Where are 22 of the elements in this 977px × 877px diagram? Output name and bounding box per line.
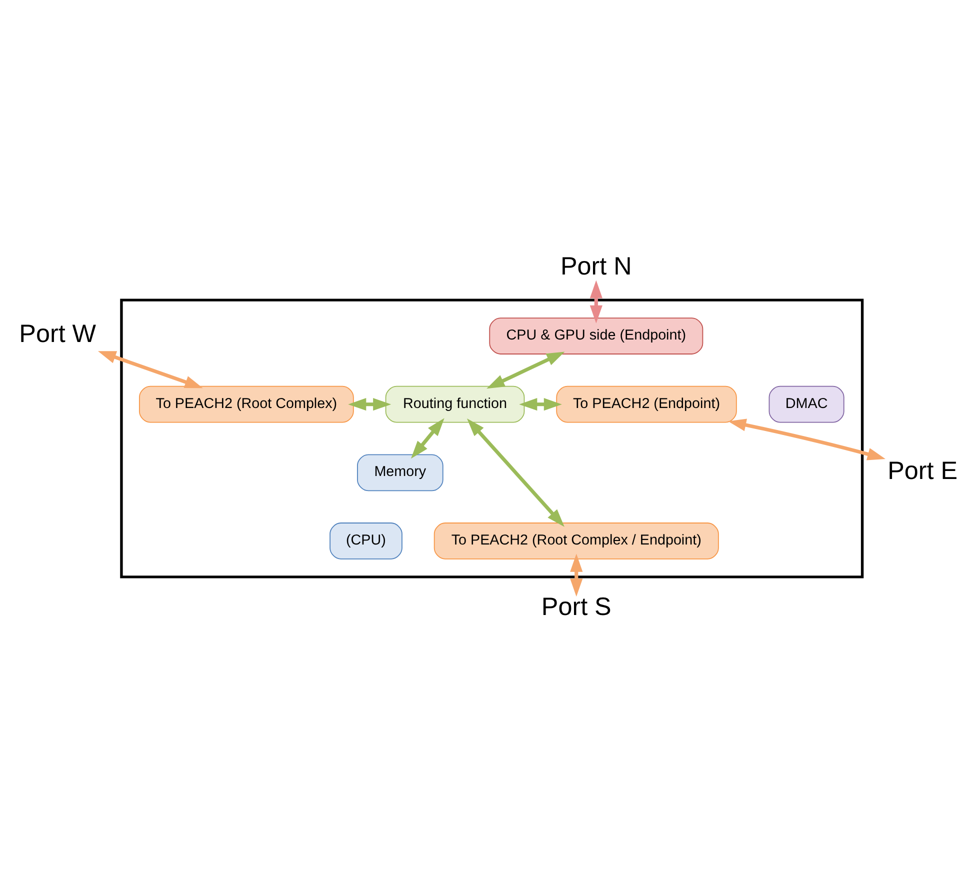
arrow [519,398,562,411]
node-box: To PEACH2 (Root Complex / Endpoint) [434,522,719,560]
node-text: Port E [888,456,958,485]
node-box: To PEACH2 (Endpoint) [556,386,737,423]
node-box: CPU & GPU side (Endpoint) [489,318,704,354]
node-box: DMAC [768,386,844,423]
cluster [120,298,864,578]
arrow [590,280,602,324]
arrow [348,398,392,411]
arrow [98,351,203,388]
arrow [410,418,444,459]
node-text: Port N [560,252,632,280]
node-text: Port W [19,320,96,348]
arrow [570,554,583,597]
arrow [728,418,886,460]
node-box: Routing function [385,386,525,423]
arrow [466,418,564,527]
node-box: To PEACH2 (Root Complex) [139,386,354,423]
node-text: Port S [541,593,612,622]
node-box: Memory [357,454,444,492]
node-box: (CPU) [330,522,402,560]
arrow [486,352,565,389]
